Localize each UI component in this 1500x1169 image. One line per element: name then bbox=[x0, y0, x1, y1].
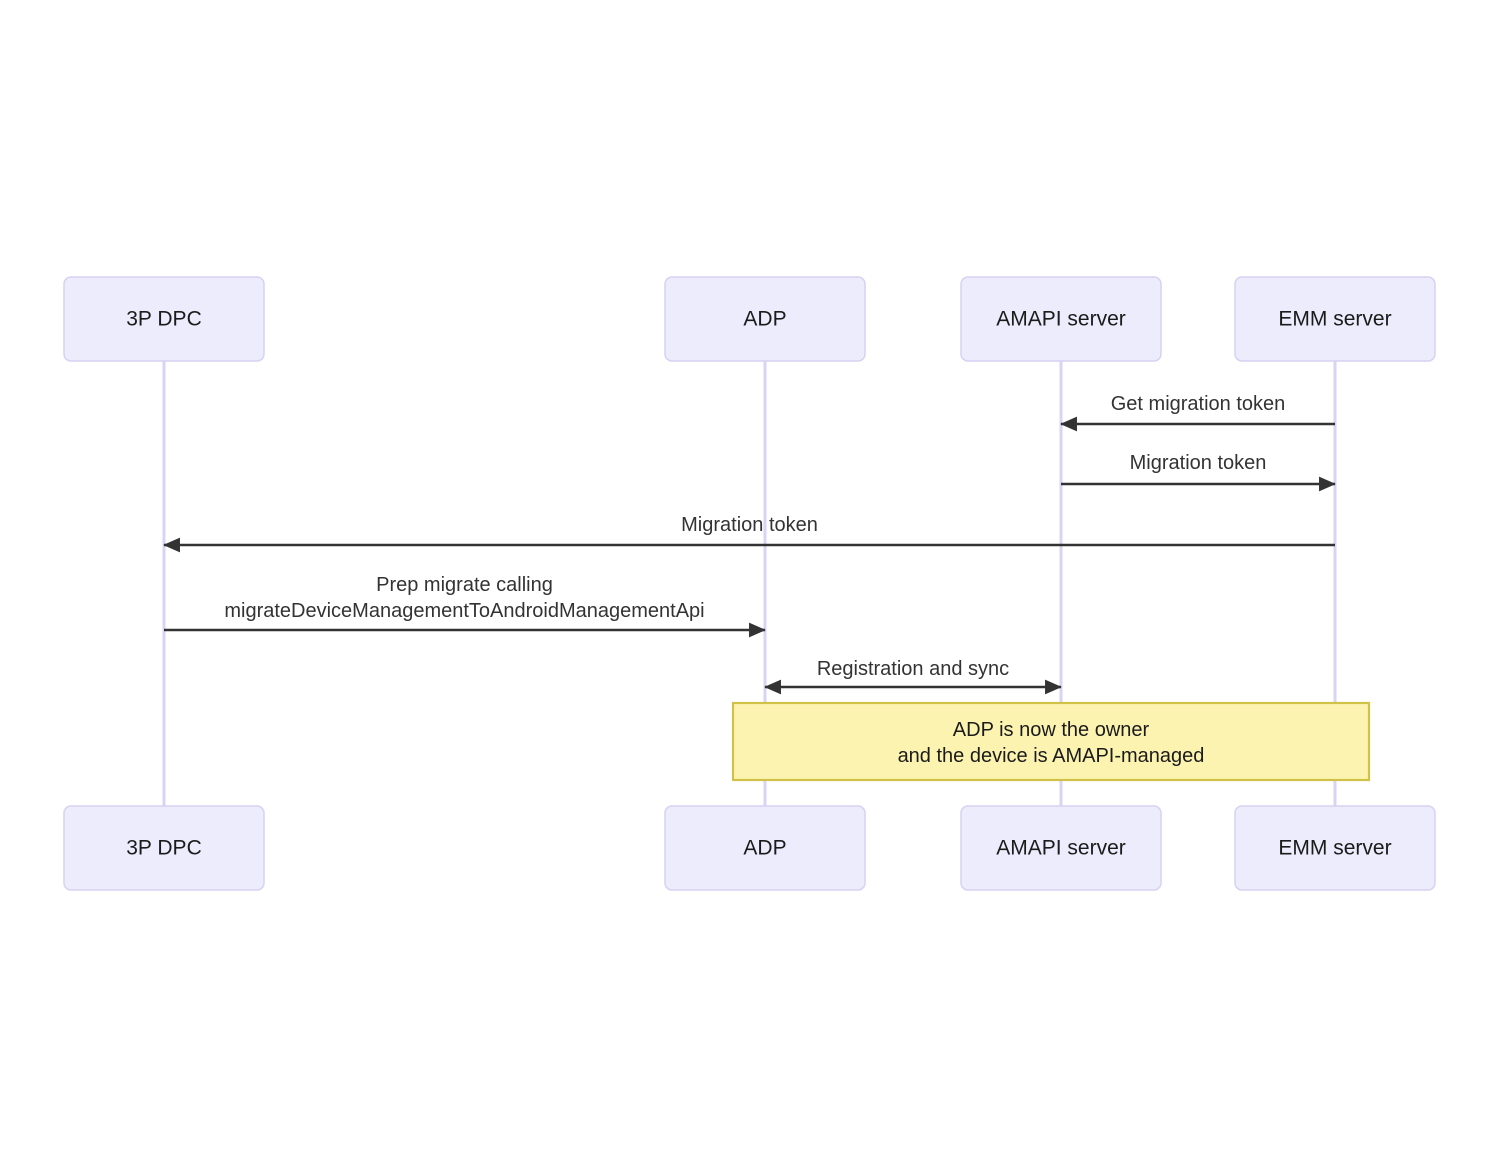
participant-box-adp-top[interactable] bbox=[664, 276, 866, 362]
note-label-line1: ADP is now the owner bbox=[953, 719, 1150, 741]
participant-label-amapi-top: AMAPI server bbox=[996, 308, 1126, 331]
message-label-m5: Registration and sync bbox=[817, 658, 1009, 680]
message-label-m4-line1: Prep migrate calling bbox=[376, 574, 553, 596]
participant-box-emm-bottom[interactable] bbox=[1234, 805, 1436, 891]
participant-label-adp-top: ADP bbox=[743, 308, 786, 331]
participant-label-dpc-top: 3P DPC bbox=[126, 308, 201, 331]
note-box bbox=[731, 701, 1371, 782]
message-label-m4-line2: migrateDeviceManagementToAndroidManageme… bbox=[224, 600, 704, 622]
note-label-line2: and the device is AMAPI-managed bbox=[898, 745, 1205, 767]
participant-box-dpc-bottom[interactable] bbox=[63, 805, 265, 891]
participant-box-emm-top[interactable] bbox=[1234, 276, 1436, 362]
participant-label-emm-top: EMM server bbox=[1278, 308, 1391, 331]
participant-box-dpc-top[interactable] bbox=[63, 276, 265, 362]
participant-box-amapi-top[interactable] bbox=[960, 276, 1162, 362]
message-label-m1: Get migration token bbox=[1111, 393, 1286, 415]
participant-label-adp-bottom: ADP bbox=[743, 837, 786, 860]
participant-label-emm-bottom: EMM server bbox=[1278, 837, 1391, 860]
participant-box-adp-bottom[interactable] bbox=[664, 805, 866, 891]
message-label-m2: Migration token bbox=[1130, 452, 1267, 474]
notes-group: ADP is now the owner and the device is AM… bbox=[731, 701, 1371, 782]
participant-label-dpc-bottom: 3P DPC bbox=[126, 837, 201, 860]
participant-label-amapi-bottom: AMAPI server bbox=[996, 837, 1126, 860]
participant-box-amapi-bottom[interactable] bbox=[960, 805, 1162, 891]
message-label-m3: Migration token bbox=[681, 514, 818, 536]
